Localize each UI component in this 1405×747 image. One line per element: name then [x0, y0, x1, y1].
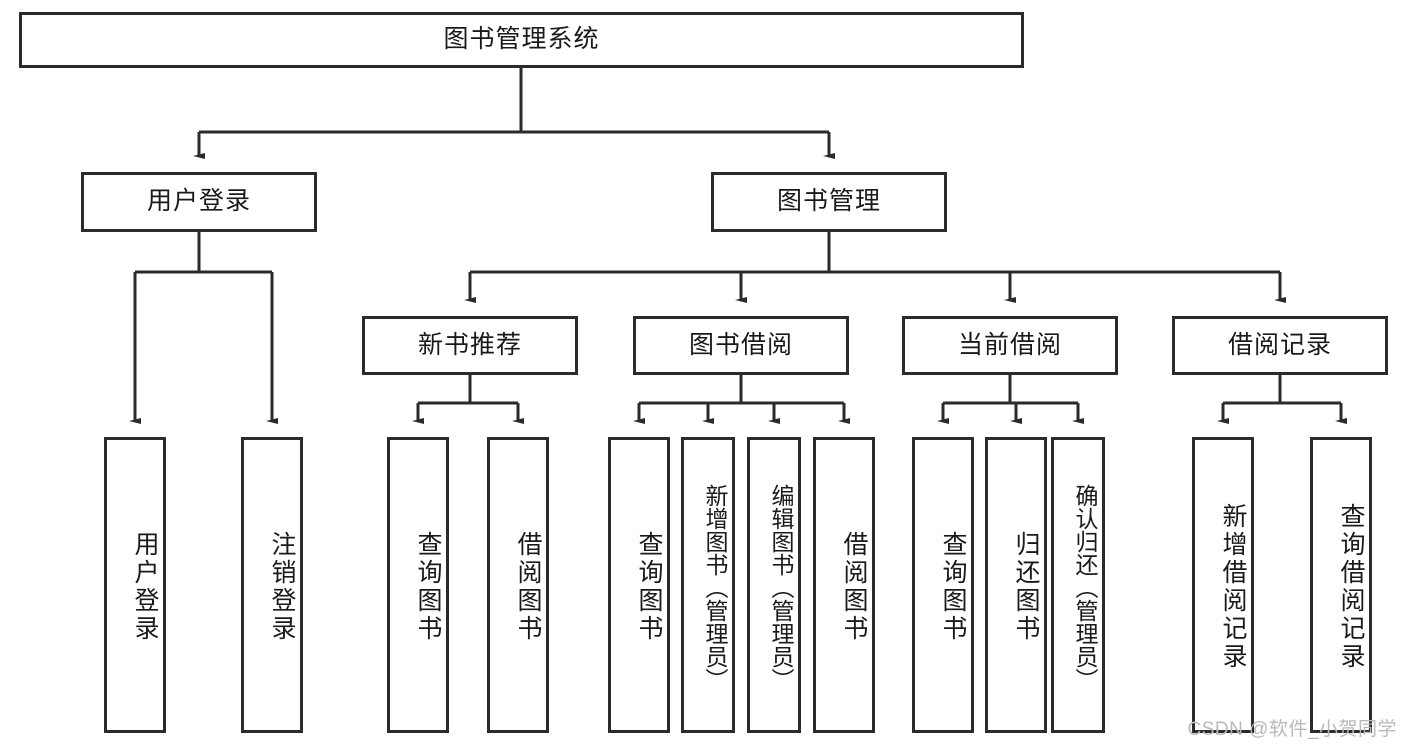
node-current-borrow[interactable]: 当前借阅	[902, 316, 1118, 375]
leaf-node-br-query-record-label: 查询借阅记录	[1337, 503, 1365, 671]
leaf-node-bb-add-book[interactable]: 新增图书（管理员）	[681, 437, 735, 733]
node-book-manage[interactable]: 图书管理	[711, 172, 947, 232]
leaf-node-bb-borrow-book[interactable]: 借阅图书	[813, 437, 875, 733]
node-new-book-rec-label: 新书推荐	[417, 330, 522, 359]
leaf-node-br-add-record-label: 新增借阅记录	[1219, 503, 1247, 671]
node-book-borrow-label: 图书借阅	[688, 330, 793, 359]
leaf-node-cb-query-book[interactable]: 查询图书	[912, 437, 974, 733]
node-root-label: 图书管理系统	[443, 25, 600, 54]
leaf-node-cb-confirm-return-label: 确认归还（管理员）	[1072, 483, 1098, 691]
node-book-borrow[interactable]: 图书借阅	[633, 316, 849, 375]
leaf-node-bb-edit-book[interactable]: 编辑图书（管理员）	[747, 437, 801, 733]
leaf-node-bb-add-book-label: 新增图书（管理员）	[702, 483, 728, 691]
leaf-node-br-query-record[interactable]: 查询借阅记录	[1310, 437, 1372, 733]
leaf-node-cb-return-book-label: 归还图书	[1012, 531, 1040, 643]
leaf-node-cb-query-book-label: 查询图书	[939, 531, 967, 643]
node-book-manage-label: 图书管理	[776, 187, 881, 216]
leaf-node-br-add-record[interactable]: 新增借阅记录	[1192, 437, 1254, 733]
leaf-node-bb-query-book[interactable]: 查询图书	[608, 437, 670, 733]
leaf-node-cb-confirm-return[interactable]: 确认归还（管理员）	[1051, 437, 1105, 733]
leaf-node-rec-borrow-book[interactable]: 借阅图书	[487, 437, 549, 733]
leaf-node-bb-borrow-book-label: 借阅图书	[840, 531, 868, 643]
node-user-login-label: 用户登录	[146, 187, 251, 216]
node-root[interactable]: 图书管理系统	[19, 12, 1024, 68]
node-borrow-record[interactable]: 借阅记录	[1172, 316, 1388, 375]
node-user-login[interactable]: 用户登录	[81, 172, 317, 232]
leaf-node-cb-return-book[interactable]: 归还图书	[985, 437, 1047, 733]
node-new-book-rec[interactable]: 新书推荐	[362, 316, 578, 375]
leaf-node-rec-borrow-book-label: 借阅图书	[514, 531, 542, 643]
node-current-borrow-label: 当前借阅	[957, 330, 1062, 359]
leaf-node-user-login[interactable]: 用户登录	[104, 437, 166, 733]
leaf-node-user-login-label: 用户登录	[131, 531, 159, 643]
leaf-node-user-logout-label: 注销登录	[268, 531, 296, 643]
leaf-node-user-logout[interactable]: 注销登录	[241, 437, 303, 733]
leaf-node-bb-edit-book-label: 编辑图书（管理员）	[768, 483, 794, 691]
leaf-node-rec-query-book-label: 查询图书	[414, 531, 442, 643]
leaf-node-rec-query-book[interactable]: 查询图书	[387, 437, 449, 733]
leaf-node-bb-query-book-label: 查询图书	[635, 531, 663, 643]
node-borrow-record-label: 借阅记录	[1227, 330, 1332, 359]
